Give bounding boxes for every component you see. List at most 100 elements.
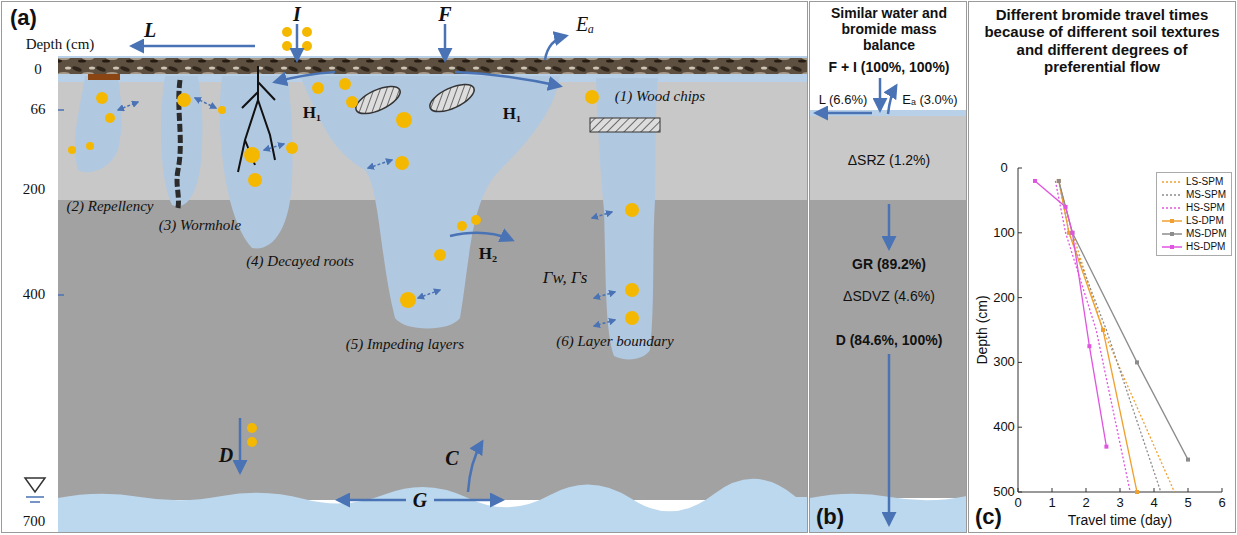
panel-a: (a) <box>1 1 808 533</box>
chart-axis <box>1052 488 1053 492</box>
flow-path-label: H₁ <box>503 104 521 124</box>
chart-axis <box>1018 168 1022 169</box>
panel-label: (b) <box>816 505 844 529</box>
legend-line <box>1161 217 1183 225</box>
water-flux-arrow <box>239 418 242 472</box>
chart-legend: LS-SPMMS-SPMHS-SPMLS-DPMMS-DPMHS-DPM <box>1156 172 1232 256</box>
bromide-dot <box>177 93 191 107</box>
soil-features <box>88 74 120 80</box>
balance-arrow <box>879 78 882 110</box>
legend-text: MS-SPM <box>1186 189 1226 200</box>
panel-c: (c) <box>968 1 1236 533</box>
chart-axis <box>1222 488 1223 492</box>
axis-tick-label: 200 <box>993 290 1015 305</box>
chart-axis <box>1018 232 1022 233</box>
depth-tick-label: 700 <box>23 513 46 530</box>
legend-line <box>1170 219 1174 223</box>
bromide-dot <box>471 215 481 225</box>
data-series <box>1104 445 1108 449</box>
data-series <box>1057 179 1061 183</box>
data-series <box>1055 181 1130 492</box>
water-table-symbol <box>25 478 45 492</box>
legend-entry: HS-DPM <box>1161 240 1227 253</box>
legend-text: LS-DPM <box>1186 215 1224 226</box>
balance-arrow <box>888 354 891 524</box>
legend-line <box>1161 243 1183 251</box>
panel-title: Different bromide travel times because o… <box>975 6 1230 75</box>
legend-line <box>1170 245 1174 249</box>
bromide-dot <box>282 27 292 37</box>
exchange-arrow <box>418 290 440 298</box>
axis-title: Depth (cm) <box>974 295 990 364</box>
axis-tick-label: 400 <box>993 420 1015 435</box>
process-label: (2) Repellency <box>66 198 153 215</box>
water-flux-arrow <box>450 233 512 240</box>
axis-tick-label: 0 <box>1014 496 1021 511</box>
water-flux-arrow <box>455 72 560 86</box>
axis-tick-label: 2 <box>1082 496 1089 511</box>
water-flux-arrow <box>338 499 406 502</box>
exchange-arrow <box>118 102 138 110</box>
wood-chip-mulch <box>58 58 808 74</box>
bromide-dot <box>434 249 446 261</box>
bromide-dot <box>312 82 324 94</box>
bromide-dot <box>86 142 94 150</box>
flux-symbol: G <box>413 489 427 512</box>
exchange-arrow <box>368 160 392 168</box>
flux-symbol: F <box>438 2 451 25</box>
depth-tick-label: 66 <box>31 101 46 118</box>
depth-tick-label: 400 <box>23 286 46 303</box>
process-label: (1) Wood chips <box>615 88 705 105</box>
water-flux-arrow <box>296 24 299 60</box>
balance-arrow <box>888 86 896 114</box>
process-label: (5) Impeding layers <box>346 336 464 353</box>
data-series <box>1135 490 1139 494</box>
chart-axis <box>1154 488 1155 492</box>
bromide-dot <box>625 311 639 325</box>
axis-tick-label: 500 <box>993 485 1015 500</box>
legend-text: HS-SPM <box>1186 202 1225 213</box>
bromide-dot <box>339 78 351 90</box>
data-series <box>1059 181 1161 492</box>
balance-arrow <box>888 204 891 248</box>
axis-tick-label: 100 <box>993 225 1015 240</box>
depth-tick-label: 200 <box>23 181 46 198</box>
chart-axis <box>1086 488 1087 492</box>
chart-axis <box>1018 492 1022 493</box>
legend-text: HS-DPM <box>1186 241 1225 252</box>
water-flux-arrow <box>434 499 502 502</box>
axis-tick-label: 5 <box>1184 496 1191 511</box>
soil-features <box>590 118 660 132</box>
legend-line <box>1162 207 1182 209</box>
legend-line <box>1161 191 1183 199</box>
exchange-arrow <box>195 98 216 108</box>
process-label: (4) Decayed roots <box>246 253 354 270</box>
axis-tick-label: 6 <box>1218 496 1225 511</box>
axis-tick-label: 4 <box>1150 496 1157 511</box>
data-series <box>1070 231 1074 235</box>
soil-features <box>238 66 275 172</box>
bromide-dot <box>286 142 298 154</box>
exchange-label: Γw, Γs <box>543 268 588 288</box>
balance-value: F + I (100%, 100%) <box>828 59 949 75</box>
axis-tick-label: 3 <box>1116 496 1123 511</box>
balance-value: ΔSDVZ (4.6%) <box>843 288 935 304</box>
data-series <box>1033 179 1037 183</box>
legend-line <box>1161 230 1183 238</box>
depth-tick-label: 0 <box>34 61 42 78</box>
flux-symbol: L <box>144 19 156 42</box>
exchange-arrow <box>592 212 612 218</box>
data-series <box>1035 181 1106 447</box>
balance-value: GR (89.2%) <box>852 256 926 272</box>
legend-line <box>1170 232 1174 236</box>
preferential-flow-plume <box>75 76 122 172</box>
axis-tick-label: 1 <box>1048 496 1055 511</box>
exchange-arrow <box>594 320 615 326</box>
legend-entry: LS-DPM <box>1161 214 1227 227</box>
water-flux-arrow <box>275 72 335 82</box>
data-series <box>1186 458 1190 462</box>
bromide-dot <box>346 96 358 108</box>
